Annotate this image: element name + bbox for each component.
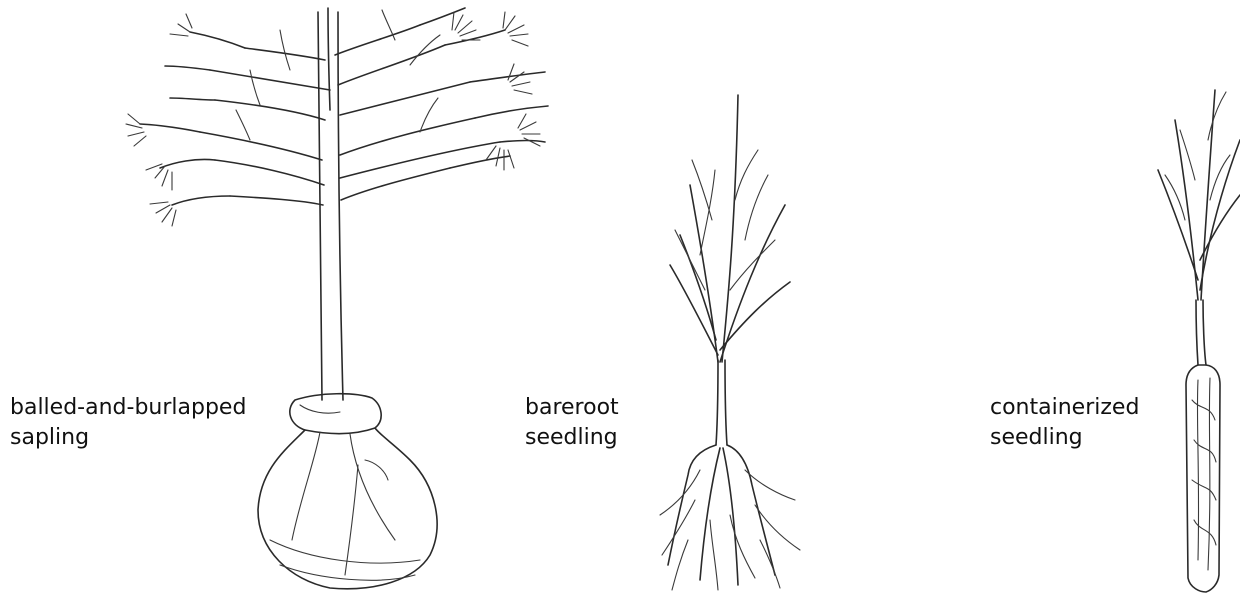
label-line: sapling: [10, 423, 246, 453]
label-line: seedling: [990, 423, 1139, 453]
label-containerized-seedling: containerized seedling: [990, 393, 1139, 453]
label-line: balled-and-burlapped: [10, 393, 246, 423]
label-balled-and-burlapped-sapling: balled-and-burlapped sapling: [10, 393, 246, 453]
label-line: seedling: [525, 423, 619, 453]
bareroot-seedling-drawing: [660, 95, 800, 590]
label-bareroot-seedling: bareroot seedling: [525, 393, 619, 453]
containerized-seedling-drawing: [1158, 90, 1240, 592]
balled-and-burlapped-sapling-drawing: [126, 8, 548, 589]
label-line: bareroot: [525, 393, 619, 423]
label-line: containerized: [990, 393, 1139, 423]
